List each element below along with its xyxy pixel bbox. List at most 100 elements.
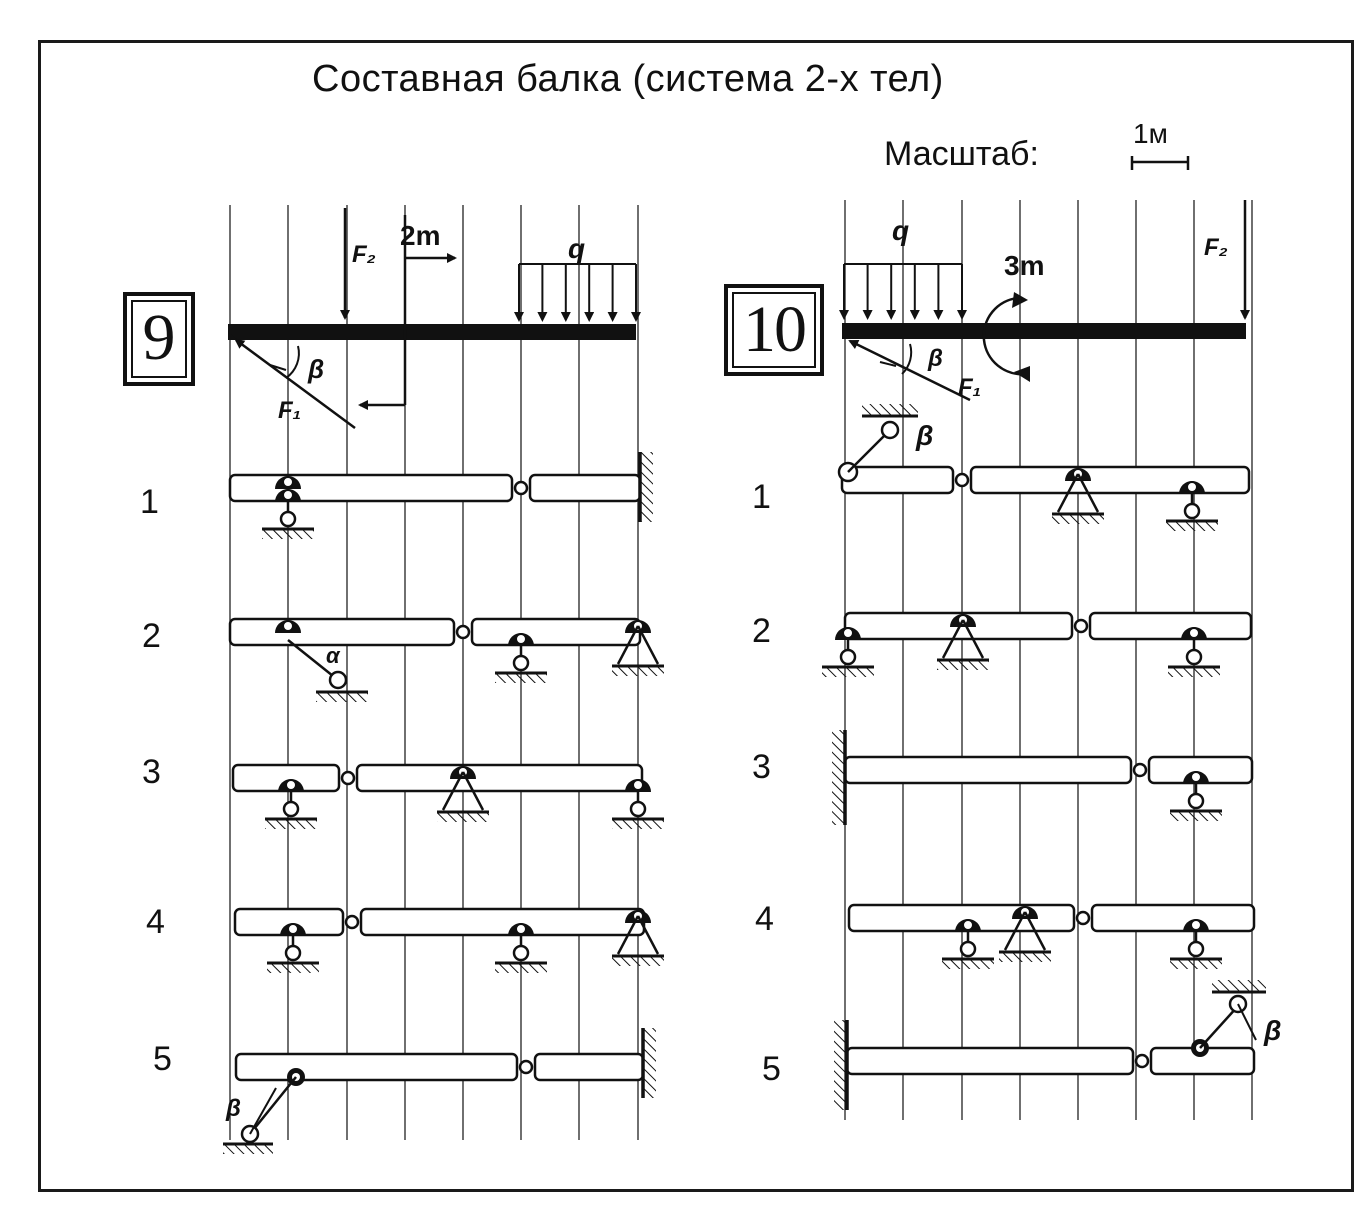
page-title: Составная балка (система 2-х тел) [312, 58, 944, 100]
v10-1-strut-bar [847, 429, 891, 473]
v10-4-beam-segment [1090, 903, 1256, 933]
v10-1-beam [840, 465, 1251, 495]
v9-2-beam-segment [470, 617, 642, 647]
v9-2-strut [287, 639, 339, 681]
scale-bar [1130, 156, 1190, 170]
v10-3-sup-b-roller [1187, 792, 1205, 810]
v9-4-sup-a-pin [287, 923, 299, 935]
variant-label-9-5: 5 [153, 1040, 172, 1078]
v10-2-sup-c-hatch [1168, 667, 1220, 677]
v9-1-hatch [641, 452, 653, 522]
v9-5-beam-segment [234, 1052, 519, 1082]
force-f1-arrow-case-9 [234, 338, 356, 430]
v10-4-sup-c-hatch [1170, 959, 1222, 969]
main-beam-case-9 [228, 324, 636, 340]
variant-label-9-3: 3 [142, 753, 161, 791]
force-f2-label-case-9: F₂ [352, 241, 376, 268]
v9-2-strut-base [328, 670, 348, 690]
grid-lines-case-10 [844, 200, 1253, 1120]
v9-4-beam [233, 907, 646, 937]
v9-3-sup-a-hatch [265, 819, 317, 829]
v10-5-ceiling-hatch [1212, 980, 1266, 992]
v9-4-beam-segment [359, 907, 646, 937]
moment-3m-arc-case-10 [982, 292, 1030, 382]
v10-1-sup-b-legs [1056, 473, 1100, 513]
v9-4-sup-a-hatch [267, 963, 319, 973]
variant-label-10-4: 4 [755, 900, 774, 938]
v9-2-sup-b-hatch [495, 673, 547, 683]
v9-2-sup-b-roller [512, 654, 530, 672]
case-number-box-9: 9 [123, 292, 195, 386]
v10-5-hatch [834, 1020, 846, 1110]
angle-arc-beta-case-10 [901, 343, 913, 375]
v10-1-sup-c-hatch [1166, 521, 1218, 531]
v9-5-beam [234, 1052, 645, 1082]
v9-4-sup-b-roller [512, 944, 530, 962]
variant-10-5-angle-label: β [1263, 1015, 1281, 1046]
main-beam-case-10 [842, 323, 1246, 339]
v9-1-beam-segment [528, 473, 642, 503]
v10-3-beam-segment [843, 755, 1133, 785]
v9-4-sup-a-roller [284, 944, 302, 962]
v9-3-sup-c-pin [632, 779, 644, 791]
v10-4-beam-hinge [1075, 910, 1091, 926]
force-f2-label-case-10: F₂ [1204, 234, 1228, 261]
v9-2-beam-hinge [455, 624, 471, 640]
v10-2-sup-b-legs [941, 619, 985, 659]
case-number-9: 9 [142, 301, 176, 374]
v10-5-angle-ref [1237, 1003, 1257, 1041]
v9-4-beam-hinge [344, 914, 360, 930]
v9-4-sup-c-legs [616, 915, 660, 955]
v10-3-sup-b-pin [1190, 771, 1202, 783]
v9-1-beam [228, 473, 642, 503]
variant-label-10-3: 3 [752, 748, 771, 786]
v9-1-sup-a-roller-roller [279, 510, 297, 528]
v10-3-beam [843, 755, 1254, 785]
v10-1-sup-c-pin [1186, 481, 1198, 493]
variant-label-9-4: 4 [146, 903, 165, 941]
v9-1-sup-a-roller-hatch [262, 529, 314, 539]
v10-4-sup-c-pin [1190, 919, 1202, 931]
v10-5-beam-segment [845, 1046, 1135, 1076]
variant-label-9-1: 1 [140, 483, 159, 521]
force-f1-label-case-9: F₁ [278, 397, 301, 424]
v10-4-sup-b-legs [1003, 911, 1047, 951]
v9-5-strut-hatch [223, 1144, 273, 1154]
v9-3-beam-segment [355, 763, 644, 793]
v10-4-sup-a-pin [962, 919, 974, 931]
v10-1-sup-b-hatch [1052, 514, 1104, 524]
moment-3m-label-case-10: 3m [1004, 250, 1044, 281]
grid-lines-case-9 [229, 205, 639, 1140]
v9-2-sup-c-hatch [612, 666, 664, 676]
v9-2-sup-a-pin [282, 620, 294, 632]
moment-2m-label-case-9: 2m [400, 220, 440, 251]
v9-4-sup-c-hatch [612, 956, 664, 966]
v9-1-beam-segment [228, 473, 514, 503]
v9-3-beam-hinge [340, 770, 356, 786]
v10-2-sup-c-roller [1185, 648, 1203, 666]
v10-1-beam-hinge [954, 472, 970, 488]
variant-label-10-1: 1 [752, 478, 771, 516]
v9-5-beam-segment [533, 1052, 645, 1082]
angle-beta-label-case-9: β [307, 354, 324, 384]
support-variants [223, 404, 1266, 1154]
moment-2m-arrows-case-9 [358, 215, 457, 410]
case-number-box-10: 10 [724, 284, 824, 376]
v10-4-sup-c-roller [1187, 940, 1205, 958]
v9-1-sup-a-pin [282, 476, 294, 488]
v10-1-ceiling-hatch [862, 404, 918, 416]
v10-4-sup-a-roller [959, 940, 977, 958]
v9-3-sup-a-roller [282, 800, 300, 818]
v10-3-hatch [832, 730, 844, 825]
v9-2-sup-b-pin [515, 633, 527, 645]
variant-label-9-2: 2 [142, 617, 161, 655]
v9-3-sup-b-hatch [437, 812, 489, 822]
variant-9-5-angle-label: β [225, 1095, 241, 1122]
v9-5-angle-ref [249, 1087, 277, 1135]
distributed-load-q-case-9 [514, 263, 641, 322]
v9-3-sup-c-roller [629, 800, 647, 818]
variant-label-10-5: 5 [762, 1050, 781, 1088]
variant-10-1-angle-label: β [915, 420, 933, 451]
angle-arc-beta-case-9 [285, 345, 300, 379]
v10-3-beam-hinge [1132, 762, 1148, 778]
